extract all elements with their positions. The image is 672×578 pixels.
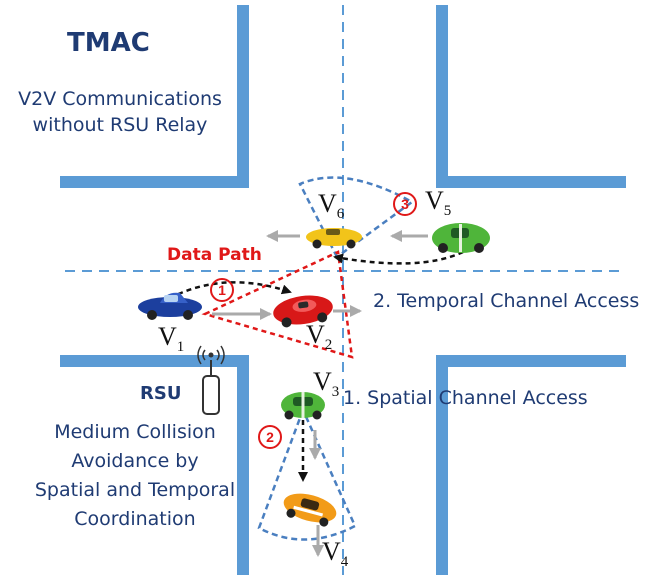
step-marker-2: 2 (258, 425, 282, 449)
rsu-desc-line-3: Spatial and Temporal (34, 479, 236, 501)
rsu-antenna-icon (197, 345, 225, 415)
v5-to-v6-link-arrow (333, 250, 464, 265)
subtitle: V2V Communications without RSU Relay (10, 86, 230, 138)
rsu-desc-line-1: Medium Collision (54, 421, 216, 443)
road-edge-bottom-left-horizontal (60, 355, 249, 367)
rsu-label: RSU (140, 383, 182, 404)
v5-car-icon (432, 223, 490, 253)
v6-car-icon (306, 228, 362, 249)
road-edge-bottom-left-vertical (237, 355, 249, 575)
road-edge-top-right-horizontal (436, 176, 626, 188)
v4-car-icon (283, 493, 337, 527)
subtitle-line-2: without RSU Relay (32, 114, 208, 136)
v3-label: V3 (313, 367, 340, 401)
v5-label: V5 (425, 186, 452, 220)
v6-label: V6 (318, 189, 345, 223)
road-boundaries (60, 5, 626, 575)
temporal-channel-label: 2. Temporal Channel Access (373, 290, 640, 312)
rsu-description: Medium Collision Avoidance by Spatial an… (22, 418, 248, 534)
data-path-label: Data Path (167, 245, 262, 265)
rsu-desc-line-2: Avoidance by (71, 450, 199, 472)
step-marker-1: 1 (210, 278, 234, 302)
v3-car-icon (281, 392, 325, 420)
road-edge-top-right-vertical (436, 5, 448, 188)
data-path-triangle (201, 250, 354, 359)
spatial-channel-label: 1. Spatial Channel Access (343, 387, 588, 409)
v3-coverage-fan (257, 406, 357, 541)
v4-label: V4 (322, 537, 349, 571)
step-marker-3: 3 (393, 192, 417, 216)
road-edge-bottom-right-vertical (436, 355, 448, 575)
road-edge-top-left-horizontal (60, 176, 249, 188)
diagram-title: TMAC (67, 28, 150, 58)
v1-label: V1 (158, 322, 185, 356)
v1-to-v2-link-arrow (169, 281, 292, 300)
v2-car-icon (273, 295, 333, 328)
road-edge-top-left-vertical (237, 5, 249, 188)
v1-car-icon (138, 292, 202, 320)
subtitle-line-1: V2V Communications (18, 88, 222, 110)
rsu-desc-line-4: Coordination (74, 508, 196, 530)
road-edge-bottom-right-horizontal (436, 355, 626, 367)
v2-label: V2 (306, 320, 333, 354)
